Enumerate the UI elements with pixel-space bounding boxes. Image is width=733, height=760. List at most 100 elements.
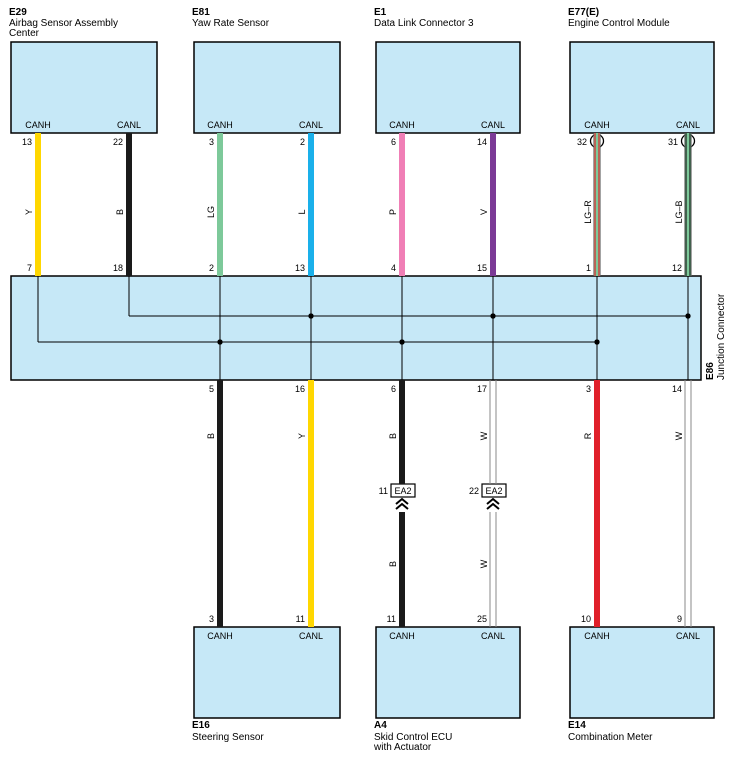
component-box [569, 626, 715, 719]
component-name: Combination Meter [568, 732, 653, 743]
component-box [193, 626, 341, 719]
wire-color-code: Y [297, 433, 307, 439]
wire-lg-b [684, 133, 692, 276]
pin-label: CANL [676, 631, 700, 641]
junction-pin-number: 16 [295, 384, 305, 394]
pin-number: 14 [477, 137, 487, 147]
junction-pin-number: 5 [209, 384, 214, 394]
inline-connector-pin: 22 [469, 486, 479, 496]
splice-dot [594, 339, 600, 345]
splice-dot [399, 339, 405, 345]
component-code: E1 [374, 7, 387, 18]
inline-connector-name: EA2 [485, 486, 502, 496]
pin-number: 22 [113, 137, 123, 147]
component-name: Center [9, 28, 40, 39]
junction-pin-number: 3 [586, 384, 591, 394]
pin-label: CANL [299, 631, 323, 641]
inline-connector-ea2: EA2 11 [379, 483, 416, 510]
component-code: E14 [568, 720, 586, 731]
junction-pin-number: 6 [391, 384, 396, 394]
junction-name: Junction Connector [716, 293, 727, 380]
component-name: Steering Sensor [192, 732, 264, 743]
pin-label: CANH [207, 631, 233, 641]
wire-color-code: W [674, 431, 684, 440]
wire-w [684, 380, 692, 627]
splice-dot [685, 313, 691, 319]
wire-color-code: V [479, 209, 489, 215]
junction-pin-number: 7 [27, 263, 32, 273]
splice-dot [490, 313, 496, 319]
pin-label: CANH [389, 631, 415, 641]
wire-color-code: R [583, 432, 593, 439]
component-box [193, 41, 341, 134]
component-e77e: E77(E)Engine Control ModuleCANH32E1LG–RC… [568, 7, 715, 345]
wire-color-code: Y [24, 209, 34, 215]
splice-dot [308, 313, 314, 319]
component-name: Engine Control Module [568, 18, 670, 29]
pin-number: 25 [477, 614, 487, 624]
junction-code: E86 [705, 362, 716, 380]
wire-color-code: LG [206, 206, 216, 218]
pin-label: CANH [584, 120, 610, 130]
pin-number: 9 [677, 614, 682, 624]
pin-number: 3 [209, 137, 214, 147]
pin-label: CANL [299, 120, 323, 130]
inline-connector-ea2: EA2 22 [469, 483, 507, 510]
wire-color-code: W [479, 431, 489, 440]
pin-number: 31 [668, 137, 678, 147]
component-box [10, 41, 158, 134]
wire-color-code: L [297, 209, 307, 214]
pin-label: CANL [676, 120, 700, 130]
junction-pin-number: 14 [672, 384, 682, 394]
wire-color-code: LG–B [674, 200, 684, 223]
chevron-up-icon [395, 497, 409, 510]
pin-number: 32 [577, 137, 587, 147]
component-name: with Actuator [373, 742, 432, 753]
pin-number: 11 [387, 614, 396, 624]
junction-pin-number: 4 [391, 263, 396, 273]
inline-connector-pin: 11 [379, 486, 388, 496]
pin-label: CANH [584, 631, 610, 641]
chevron-up-icon [486, 497, 500, 510]
junction-pin-number: 1 [586, 263, 591, 273]
pin-label: CANL [117, 120, 141, 130]
junction-pin-number: 15 [477, 263, 487, 273]
pin-label: CANH [25, 120, 51, 130]
component-name: Yaw Rate Sensor [192, 18, 270, 29]
wire-color-code: B [388, 433, 398, 439]
junction-pin-number: 18 [113, 263, 123, 273]
pin-number: 2 [300, 137, 305, 147]
pin-number: 6 [391, 137, 396, 147]
junction-connector-box [10, 275, 702, 381]
wire-color-code: W [479, 559, 489, 568]
pin-number: 3 [209, 614, 214, 624]
pin-label: CANL [481, 631, 505, 641]
wire-color-code: B [115, 209, 125, 215]
component-box [569, 41, 715, 134]
splice-dot [217, 339, 223, 345]
junction-pin-number: 17 [477, 384, 487, 394]
pin-label: CANH [207, 120, 233, 130]
wire-w [489, 512, 497, 627]
component-name: Skid Control ECU [374, 732, 452, 743]
wire-color-code: P [388, 209, 398, 215]
inline-connector-box [481, 483, 507, 498]
component-code: E81 [192, 7, 210, 18]
pin-label: CANH [389, 120, 415, 130]
wire-color-code: B [206, 433, 216, 439]
inline-connector-name: EA2 [394, 486, 411, 496]
wire-color-code: LG–R [583, 200, 593, 224]
pin-number: 13 [22, 137, 32, 147]
junction-pin-number: 12 [672, 263, 682, 273]
component-code: A4 [374, 720, 387, 731]
wire-color-code: B [388, 561, 398, 567]
component-box [375, 41, 521, 134]
component-code: E16 [192, 720, 210, 731]
